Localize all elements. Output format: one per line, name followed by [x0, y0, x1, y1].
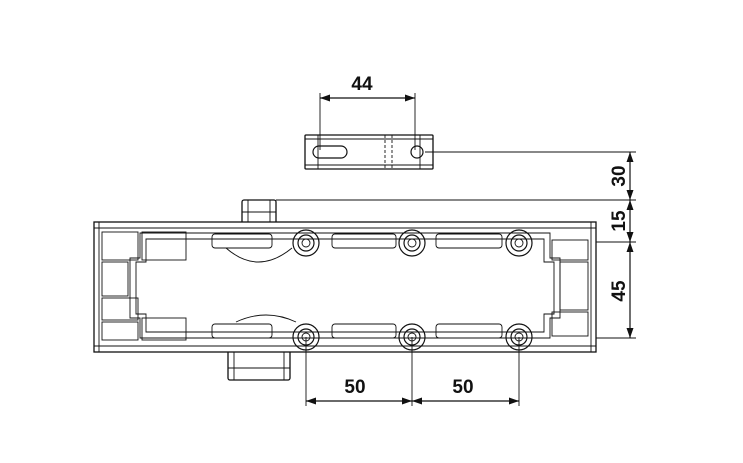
mounting-hole: [292, 229, 320, 257]
dimension-50-left: 50: [305, 337, 413, 406]
dimension-45: 45: [596, 242, 636, 339]
dimension-15: 15: [596, 200, 636, 243]
dimension-45-label: 45: [609, 280, 630, 302]
dimension-50-right: 50: [412, 337, 520, 406]
dimension-30: 30: [276, 151, 636, 201]
dimension-44: 44: [319, 74, 416, 150]
dimension-30-label: 30: [609, 165, 630, 186]
dimension-50-left-label: 50: [344, 377, 365, 398]
adjustment-valve: [227, 349, 291, 381]
mounting-hole: [505, 229, 533, 257]
closer-body: [93, 199, 597, 381]
bracket-round-hole: [410, 145, 424, 159]
mounting-bracket: [304, 134, 434, 170]
dimension-44-label: 44: [351, 74, 373, 95]
mounting-hole: [398, 229, 426, 257]
dimension-15-label: 15: [609, 210, 630, 232]
bracket-slot-hole: [312, 145, 348, 159]
dimension-50-right-label: 50: [452, 377, 473, 398]
